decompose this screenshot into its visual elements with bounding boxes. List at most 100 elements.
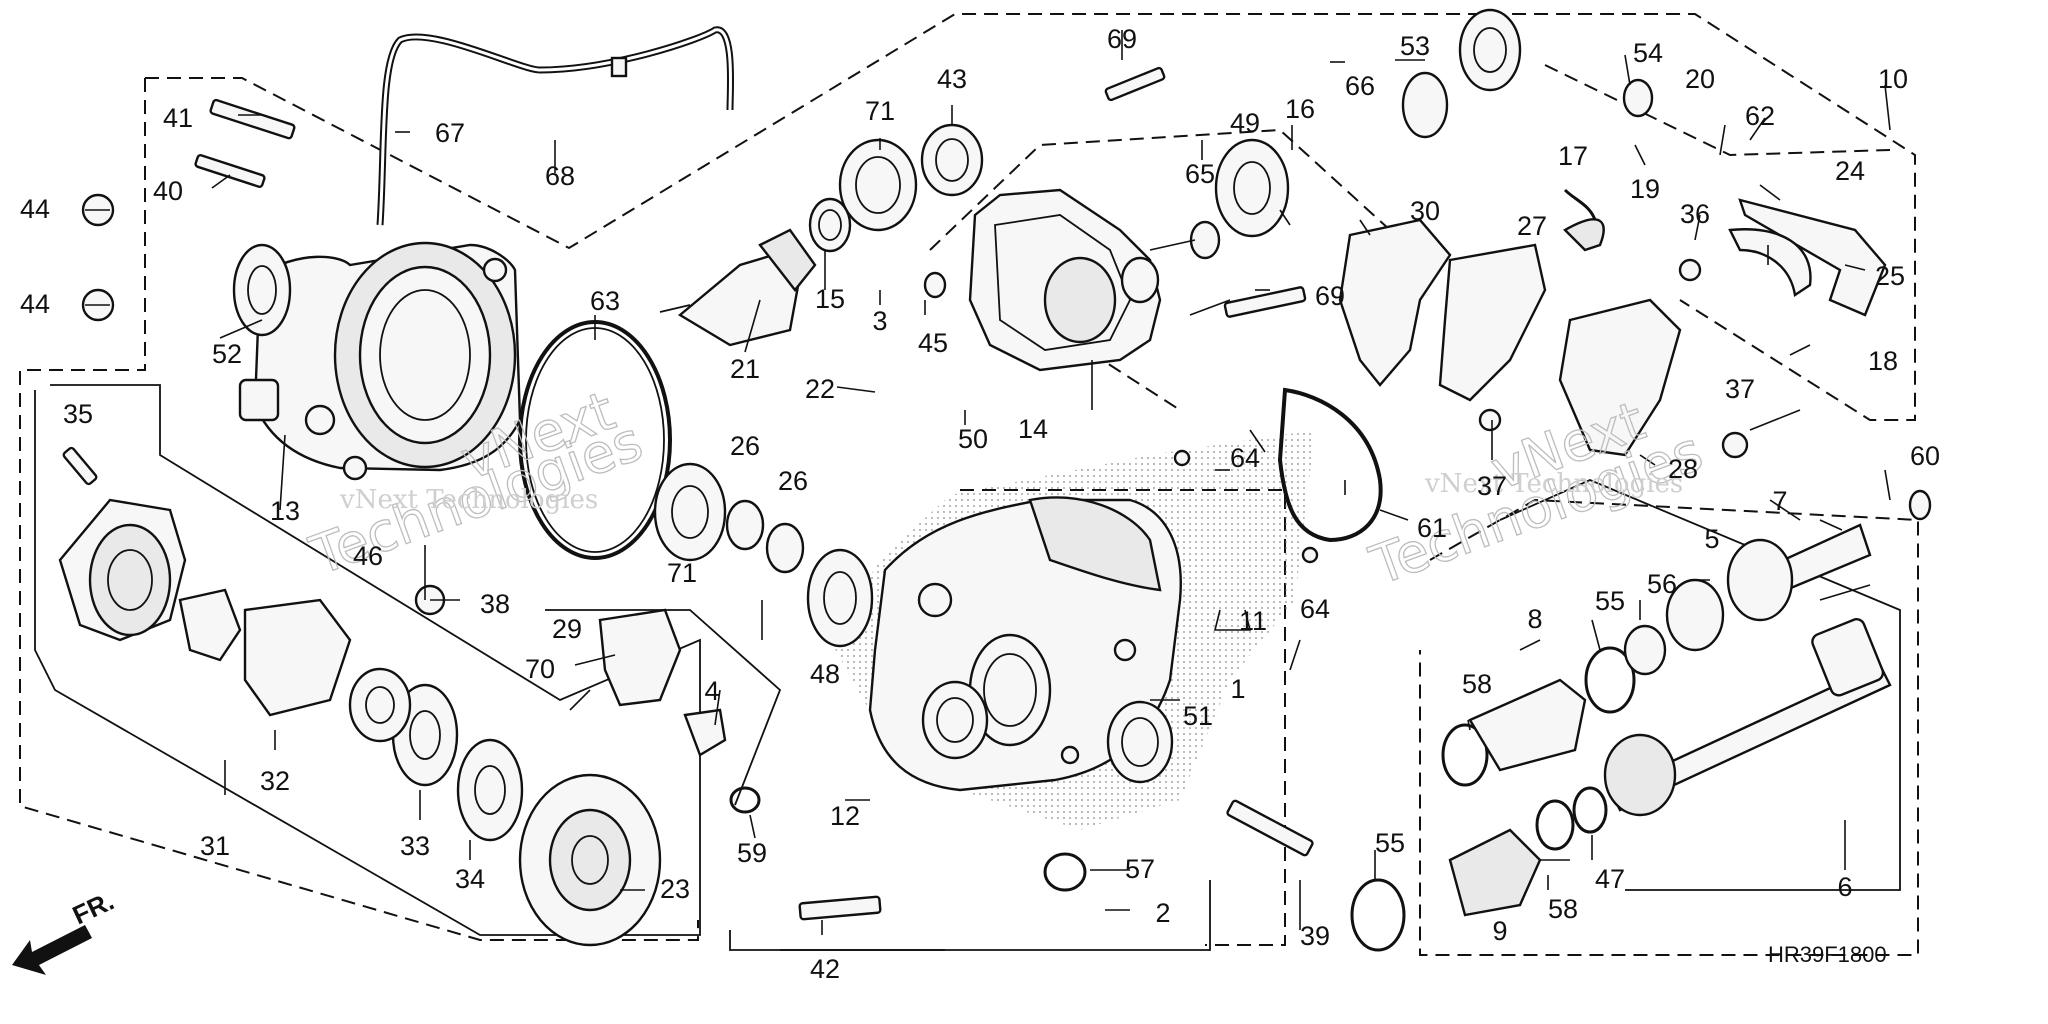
pinion-gear-21 <box>659 228 817 347</box>
callout-1: 1 <box>1230 674 1245 704</box>
callout-15: 15 <box>815 284 845 314</box>
callout-47: 47 <box>1595 864 1625 894</box>
callout-46: 46 <box>353 541 383 571</box>
leader-lines <box>85 30 1891 935</box>
watermark-line-right: vNext Technologies <box>1424 469 1683 499</box>
callout-51: 51 <box>1183 701 1213 731</box>
callout-35: 35 <box>63 399 93 429</box>
callout-40: 40 <box>153 176 183 206</box>
callout-71-b: 71 <box>667 558 697 588</box>
differential-carrier-31 <box>58 498 412 743</box>
callout-29: 29 <box>552 614 582 644</box>
callout-57: 57 <box>1125 854 1155 884</box>
callout-49: 49 <box>1230 108 1260 138</box>
callout-30: 30 <box>1410 196 1440 226</box>
callout-18: 18 <box>1868 346 1898 376</box>
callout-44-b: 44 <box>20 289 50 319</box>
callout-8: 8 <box>1527 604 1542 634</box>
callout-64-b: 64 <box>1300 594 1330 624</box>
callout-31: 31 <box>200 831 230 861</box>
callout-27: 27 <box>1517 211 1547 241</box>
callout-44: 44 <box>20 194 50 224</box>
callout-45: 45 <box>918 328 948 358</box>
callout-64: 64 <box>1230 443 1260 473</box>
callout-58: 58 <box>1462 669 1492 699</box>
gear-case-cover <box>238 241 522 481</box>
drive-shaft-6 <box>1603 618 1892 817</box>
callout-33: 33 <box>400 831 430 861</box>
callout-60: 60 <box>1910 441 1940 471</box>
callout-48: 48 <box>810 659 840 689</box>
callout-17: 17 <box>1558 141 1588 171</box>
breather-tube <box>376 26 735 226</box>
callout-13: 13 <box>270 496 300 526</box>
callout-70: 70 <box>525 654 555 684</box>
callout-9: 9 <box>1492 916 1507 946</box>
callout-34: 34 <box>455 864 485 894</box>
callout-69: 69 <box>1107 24 1137 54</box>
bolts <box>62 66 1749 921</box>
callout-61: 61 <box>1417 513 1447 543</box>
seals-and-washers <box>391 71 1932 952</box>
callout-7: 7 <box>1772 486 1787 516</box>
o-ring-61 <box>1277 387 1383 543</box>
callout-63: 63 <box>590 286 620 316</box>
bearings <box>232 8 1522 784</box>
subgroup-frames <box>34 384 1901 951</box>
callout-23: 23 <box>660 874 690 904</box>
callout-10: 10 <box>1878 64 1908 94</box>
shift-plates <box>1338 218 1682 457</box>
watermark-line-left: vNext Technologies <box>339 485 598 515</box>
callout-labels: 1 2 3 4 5 6 7 8 9 10 11 12 13 14 15 16 1… <box>20 24 1940 984</box>
callout-32: 32 <box>260 766 290 796</box>
callout-28: 28 <box>1668 454 1698 484</box>
callout-37: 37 <box>1477 471 1507 501</box>
callout-68: 68 <box>545 161 575 191</box>
callout-37-b: 37 <box>1725 374 1755 404</box>
callout-12: 12 <box>830 801 860 831</box>
callout-71: 71 <box>865 96 895 126</box>
callout-53: 53 <box>1400 31 1430 61</box>
callout-50: 50 <box>958 424 988 454</box>
callout-66: 66 <box>1345 71 1375 101</box>
shift-fork-assembly <box>1563 188 1887 317</box>
callout-55-b: 55 <box>1375 828 1405 858</box>
callout-36: 36 <box>1680 199 1710 229</box>
callout-55: 55 <box>1595 586 1625 616</box>
callout-25: 25 <box>1875 261 1905 291</box>
callout-26: 26 <box>730 431 760 461</box>
callout-26-b: 26 <box>778 466 808 496</box>
joint-boots <box>1448 523 1872 917</box>
front-direction-indicator: FR. <box>12 886 119 975</box>
callout-39: 39 <box>1300 921 1330 951</box>
callout-69-b: 69 <box>1315 281 1345 311</box>
front-arrow-icon <box>12 925 92 975</box>
differential-case <box>868 496 1182 792</box>
callout-38: 38 <box>480 589 510 619</box>
callout-14: 14 <box>1018 414 1048 444</box>
callout-5: 5 <box>1704 524 1719 554</box>
ring-gear-23 <box>518 773 662 947</box>
callout-4: 4 <box>704 676 719 706</box>
callout-59: 59 <box>737 838 767 868</box>
callout-52: 52 <box>212 339 242 369</box>
callout-22: 22 <box>805 374 835 404</box>
callout-6: 6 <box>1837 872 1852 902</box>
callout-11: 11 <box>1239 606 1267 636</box>
front-label: FR. <box>68 886 119 931</box>
callout-3: 3 <box>872 306 887 336</box>
callout-42: 42 <box>810 954 840 984</box>
callout-62: 62 <box>1745 101 1775 131</box>
callout-20: 20 <box>1685 64 1715 94</box>
callout-58-b: 58 <box>1548 894 1578 924</box>
callout-16: 16 <box>1285 94 1315 124</box>
callout-21: 21 <box>730 354 760 384</box>
callout-67: 67 <box>435 118 465 148</box>
callout-2: 2 <box>1155 898 1170 928</box>
callout-65: 65 <box>1185 159 1215 189</box>
callout-41: 41 <box>163 103 193 133</box>
callout-43: 43 <box>937 64 967 94</box>
callout-56: 56 <box>1647 569 1677 599</box>
callout-19: 19 <box>1630 174 1660 204</box>
